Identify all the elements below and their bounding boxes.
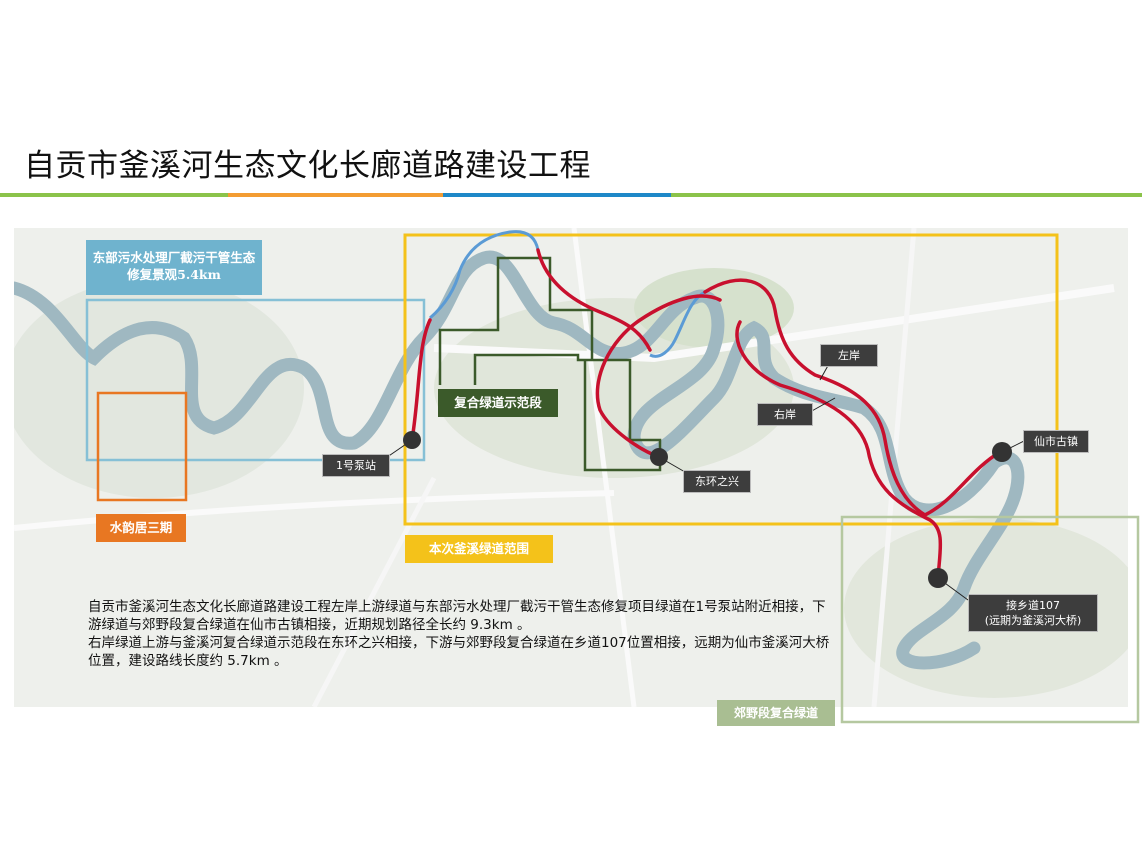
divider-green-right — [671, 193, 1142, 197]
callout-suburban: 郊野段复合绿道 — [717, 700, 835, 726]
callout-demo-section: 复合绿道示范段 — [438, 389, 558, 417]
node-road107 — [928, 568, 948, 588]
route-red-right — [595, 294, 943, 580]
tag-road107-line2: (远期为釜溪河大桥) — [984, 614, 1082, 627]
tag-right-bank: 右岸 — [757, 403, 813, 426]
tag-xianshi: 仙市古镇 — [1023, 430, 1089, 453]
node-xianshi — [992, 442, 1012, 462]
page-title: 自贡市釜溪河生态文化长廊道路建设工程 — [24, 148, 591, 184]
node-pump-station — [403, 431, 421, 449]
divider-orange — [228, 193, 443, 197]
tag-left-bank: 左岸 — [820, 344, 878, 367]
callout-current-scope: 本次釜溪绿道范围 — [405, 535, 553, 563]
frame-suburban — [840, 515, 1140, 724]
tag-donghuan: 东环之兴 — [683, 470, 751, 493]
description: 自贡市釜溪河生态文化长廊道路建设工程左岸上游绿道与东部污水处理厂截污干管生态修复… — [88, 598, 838, 670]
description-para2: 右岸绿道上游与釜溪河复合绿道示范段在东环之兴相接，下游与郊野段复合绿道在乡道10… — [88, 635, 830, 669]
node-donghuan — [650, 448, 668, 466]
demo-section-outline — [438, 256, 662, 472]
route-red-left — [410, 248, 1002, 517]
frame-east-sewage — [85, 298, 426, 462]
divider-green — [0, 193, 228, 197]
callout-shuiyunju: 水韵居三期 — [96, 514, 186, 542]
tag-pump-station: 1号泵站 — [322, 454, 390, 477]
divider-blue — [443, 193, 671, 197]
frame-shuiyunju — [96, 391, 188, 502]
river — [14, 250, 1025, 670]
tag-road107-line1: 接乡道107 — [1006, 599, 1060, 612]
description-para1: 自贡市釜溪河生态文化长廊道路建设工程左岸上游绿道与东部污水处理厂截污干管生态修复… — [88, 599, 826, 633]
frame-current-scope — [403, 233, 1059, 526]
route-blue — [429, 230, 706, 358]
callout-east-sewage: 东部污水处理厂截污干管生态修复景观5.4km — [86, 240, 262, 295]
tag-road107: 接乡道107 (远期为釜溪河大桥) — [968, 594, 1098, 632]
